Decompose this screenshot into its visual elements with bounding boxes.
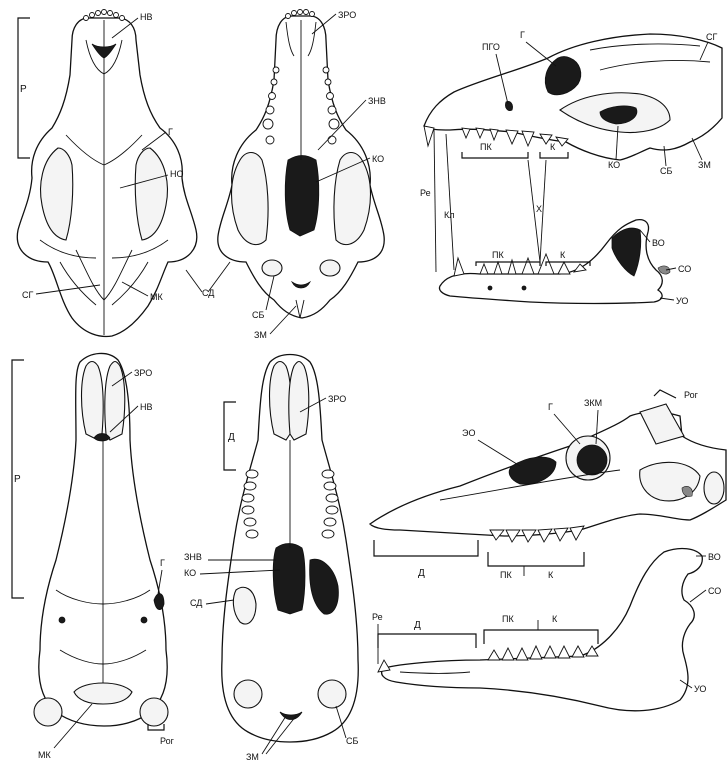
label-znv-herbivore: ЗНВ [184, 552, 202, 562]
label-rog-herbivore-dorsal: Рог [160, 736, 175, 746]
label-g-herbivore-lateral: Г [548, 402, 553, 412]
label-ko-carnivore-ventral: КО [372, 154, 384, 164]
label-zm-carnivore-lateral: ЗМ [698, 160, 711, 170]
label-sd-herbivore: СД [190, 598, 202, 608]
label-d-herbivore-mandible: Д [414, 620, 421, 631]
lower-teeth-lateral [454, 254, 586, 276]
label-so-carnivore: СО [678, 264, 691, 274]
label-k-lower-herbivore: К [552, 614, 558, 624]
label-sg-carnivore-lateral: СГ [706, 32, 717, 42]
label-re-herbivore: Ре [372, 612, 383, 622]
label-vo-carnivore: ВО [652, 238, 665, 248]
label-mk-herbivore: МК [38, 750, 51, 760]
label-x-carnivore: Х [536, 204, 542, 214]
label-d-herbivore-ventral: Д [228, 432, 235, 443]
label-pk-upper-carnivore: ПК [480, 142, 492, 152]
label-pk-lower-carnivore: ПК [492, 250, 504, 260]
label-pgo: ПГО [482, 42, 500, 52]
label-ho-carnivore: НО [170, 169, 184, 179]
label-zro-herbivore-dorsal: ЗРО [134, 368, 152, 378]
label-so-herbivore: СО [708, 586, 721, 596]
label-ko-carnivore-lateral: КО [608, 160, 620, 170]
label-uo-carnivore: УО [676, 296, 688, 306]
herbivore-skull-dorsal-view: Р ЗРО НВ Г МК Рог [12, 353, 175, 760]
label-hv-carnivore: НВ [140, 12, 153, 22]
carnivore-skull-dorsal-view: Р НВ Г НО СД СГ МК [17, 10, 230, 337]
label-zkm: ЗКМ [584, 398, 602, 408]
label-sb-carnivore-ventral: СБ [252, 310, 264, 320]
carnivore-skull-lateral-view: ПК К ПГО Г СГ КО СБ ЗМ [424, 30, 722, 176]
carnivore-skull-ventral-view: ЗРО ЗНВ КО СБ ЗМ [218, 10, 386, 341]
label-zm-herbivore: ЗМ [246, 752, 259, 762]
label-d-herbivore-lateral: Д [418, 568, 425, 579]
label-zro-carnivore: ЗРО [338, 10, 356, 20]
carnivore-mandible: ПК К ВО СО УО [439, 220, 691, 306]
label-sg-carnivore: СГ [22, 290, 33, 300]
label-k-upper-carnivore: К [550, 142, 556, 152]
label-r-herbivore: Р [14, 474, 21, 485]
label-hv-herbivore: НВ [140, 402, 153, 412]
label-g-carnivore-lateral: Г [520, 30, 525, 40]
label-pk-lower-herbivore: ПК [502, 614, 514, 624]
label-uo-herbivore: УО [694, 684, 706, 694]
label-zro-herbivore-ventral: ЗРО [328, 394, 346, 404]
label-eo: ЭО [462, 428, 475, 438]
label-znv-carnivore: ЗНВ [368, 96, 386, 106]
label-k-upper-herbivore: К [548, 570, 554, 580]
label-zm-carnivore-ventral: ЗМ [254, 330, 267, 340]
label-g-herbivore-dorsal: Г [160, 558, 165, 568]
label-kl-carnivore: Кл [444, 210, 455, 220]
label-r-carnivore: Р [20, 84, 27, 95]
label-k-lower-carnivore: К [560, 250, 566, 260]
label-re-carnivore: Ре [420, 188, 431, 198]
label-sb-carnivore-lateral: СБ [660, 166, 672, 176]
label-sb-herbivore: СБ [346, 736, 358, 746]
label-g-carnivore-dorsal: Г [168, 127, 173, 137]
label-pk-upper-herbivore: ПК [500, 570, 512, 580]
label-sd-carnivore: СД [202, 288, 214, 298]
label-rog-herbivore-lateral: Рог [684, 390, 699, 400]
herbivore-skull-ventral-view: Д ЗРО ЗНВ КО СД СБ ЗМ [184, 355, 358, 763]
label-vo-herbivore: ВО [708, 552, 721, 562]
label-ko-herbivore: КО [184, 568, 196, 578]
label-mk-carnivore: МК [150, 292, 163, 302]
